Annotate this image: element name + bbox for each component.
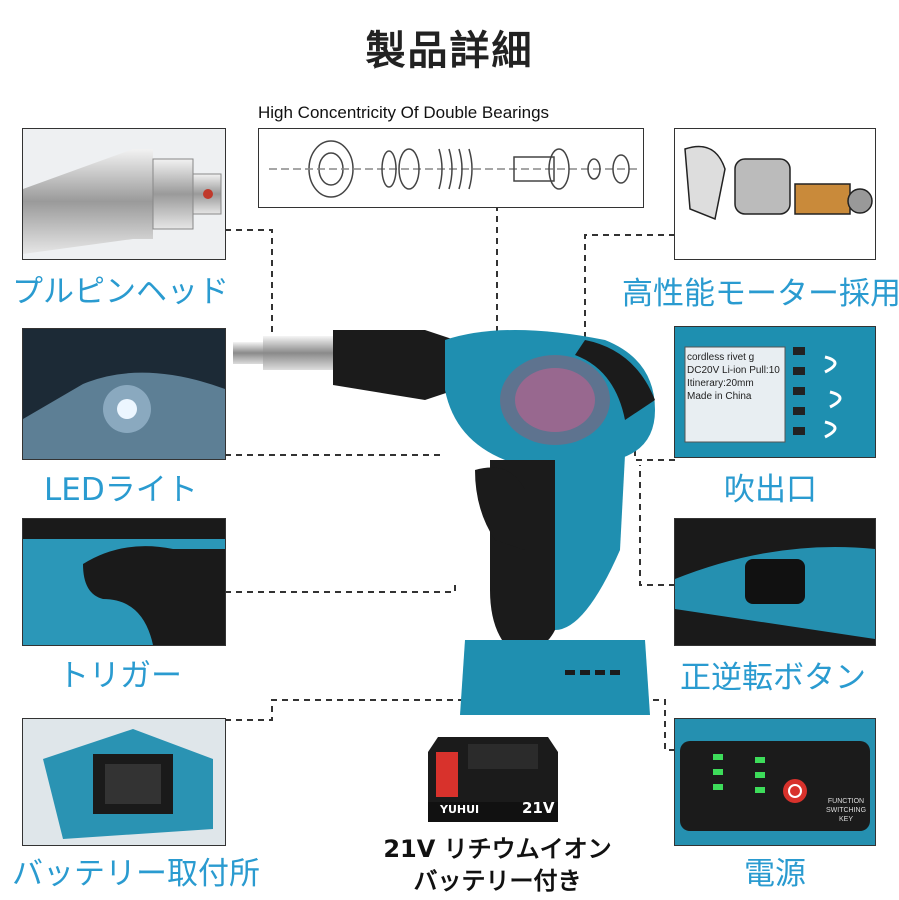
led-light-label: LEDライト bbox=[44, 472, 198, 508]
nameplate-line1: cordless rivet g bbox=[687, 352, 755, 363]
exhaust-label: 吹出口 bbox=[724, 472, 817, 508]
pull-pin-head-photo bbox=[22, 128, 226, 260]
trigger-photo bbox=[22, 518, 226, 646]
bearings-diagram bbox=[258, 128, 644, 208]
exhaust-photo: cordless rivet g DC20V Li-ion Pull:10 It… bbox=[674, 326, 876, 458]
nameplate: cordless rivet g DC20V Li-ion Pull:10 It… bbox=[687, 351, 780, 403]
motor-label: 高性能モーター採用 bbox=[622, 276, 899, 312]
function-key-label: FUNCTION SWITCHING KEY bbox=[825, 798, 867, 823]
rivet-gun-illustration bbox=[233, 330, 655, 715]
page-title: 製品詳細 bbox=[365, 28, 534, 74]
power-panel-photo: FUNCTION SWITCHING KEY bbox=[674, 718, 876, 846]
pull-pin-head-label: プルピンヘッド bbox=[12, 274, 229, 310]
nameplate-line3: Itinerary:20mm bbox=[687, 378, 754, 389]
battery-mount-photo bbox=[22, 718, 226, 846]
nameplate-line4: Made in China bbox=[687, 391, 752, 402]
battery-illustration bbox=[428, 737, 558, 822]
battery-caption-line1: 21V リチウムイオン bbox=[383, 835, 612, 863]
motor-photo bbox=[674, 128, 876, 260]
battery-mount-label: バッテリー取付所 bbox=[12, 856, 260, 892]
battery-voltage: 21V bbox=[522, 799, 555, 817]
diagram-caption: High Concentricity Of Double Bearings bbox=[258, 103, 550, 122]
led-light-photo bbox=[22, 328, 226, 460]
battery-brand: YUHUI bbox=[440, 803, 480, 816]
reverse-button-label: 正逆転ボタン bbox=[680, 660, 866, 696]
reverse-button-photo bbox=[674, 518, 876, 646]
battery-caption-line2: バッテリー付き bbox=[413, 867, 582, 895]
trigger-label: トリガー bbox=[58, 658, 182, 694]
nameplate-line2: DC20V Li-ion Pull:10 bbox=[687, 365, 780, 376]
power-label: 電源 bbox=[744, 856, 806, 892]
